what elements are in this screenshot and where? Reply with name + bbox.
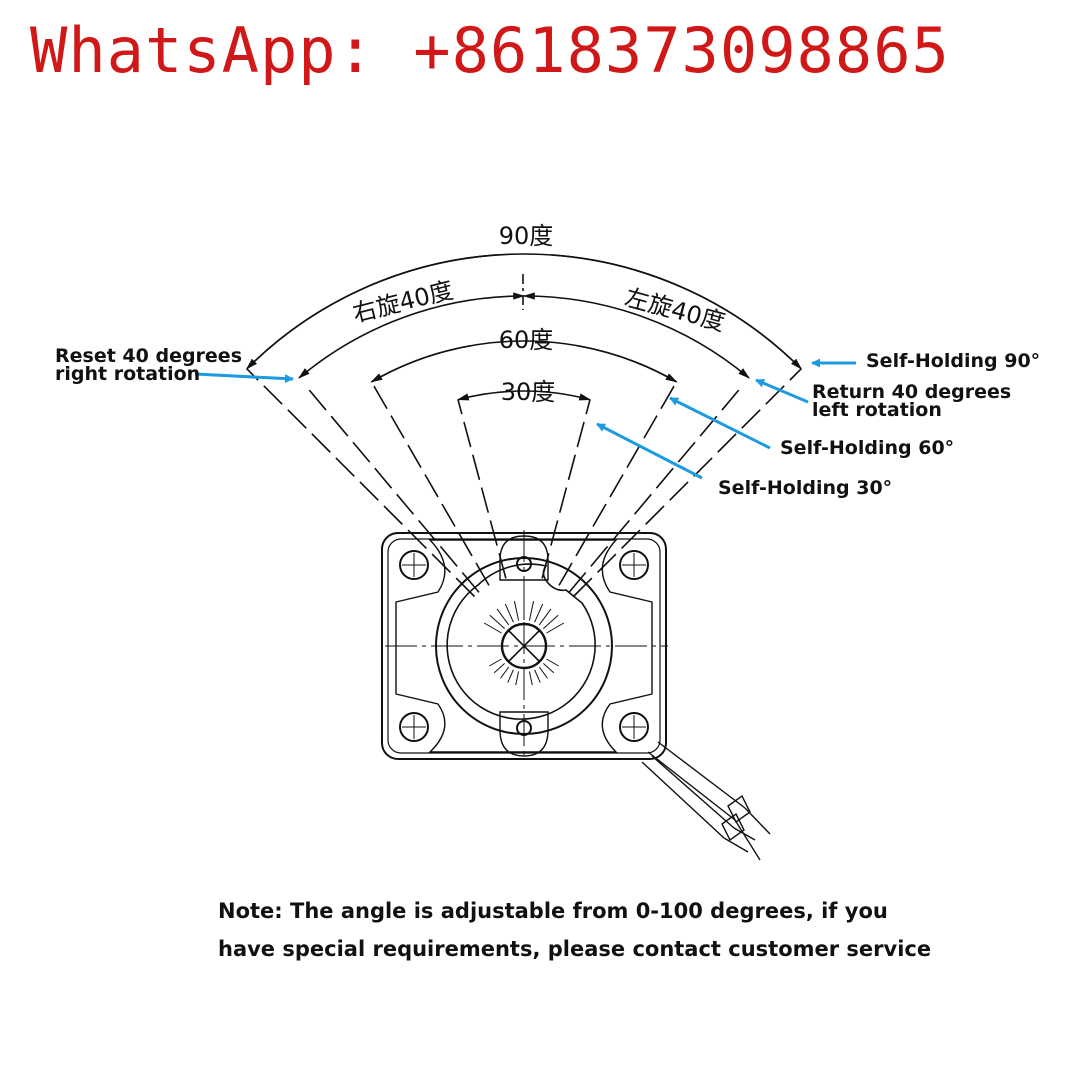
arc-right-rotation: [298, 292, 526, 379]
arc-left-rotation-label: 左旋40度: [622, 283, 728, 337]
solenoid-body: [381, 530, 771, 861]
radial-minus-30: [370, 381, 490, 586]
corner-screw-bottom-left: [399, 712, 429, 742]
radial-plus-40: [568, 388, 740, 593]
shaft-hatch: [515, 671, 520, 686]
shaft-hatch: [534, 669, 541, 683]
radial-minus-40: [308, 388, 480, 593]
note-line-2: have special requirements, please contac…: [218, 937, 932, 961]
arc-60-label: 60度: [499, 326, 554, 354]
return-arrow: [755, 378, 809, 404]
shaft-hatch: [542, 663, 555, 674]
shaft-hatch: [528, 671, 533, 686]
radial-plus-30: [558, 381, 678, 586]
reset-label-line2: right rotation: [55, 363, 200, 385]
return-label-line2: left rotation: [812, 399, 942, 421]
shaft-hatch: [483, 622, 502, 634]
flange-outline: [395, 539, 653, 753]
arc-90-label: 90度: [499, 222, 554, 250]
dimension-arcs: [245, 253, 803, 401]
arc-60-left-part: [371, 344, 472, 383]
arc-60-right-part: [576, 344, 677, 383]
shaft-hatch: [534, 603, 544, 623]
shaft-hatch: [542, 614, 559, 629]
return-label-line1: Return 40 degrees: [812, 381, 1011, 403]
note-text: Note: The angle is adjustable from 0-100…: [218, 892, 978, 968]
shaft-hatch: [496, 608, 510, 626]
shaft-hatch: [538, 666, 548, 679]
angle-reference-lines: [246, 368, 802, 686]
shaft-hatch: [528, 600, 535, 621]
arc-30-span: [456, 390, 592, 401]
shaft-hatch: [513, 600, 520, 621]
shaft-hatch: [507, 669, 514, 683]
shaft-hatch: [546, 658, 559, 667]
reset-arrow: [194, 372, 294, 384]
note-line-1: Note: The angle is adjustable from 0-100…: [218, 899, 888, 923]
radial-plus-15: [541, 399, 591, 579]
arc-right-rotation-label: 右旋40度: [350, 276, 456, 328]
corner-screw-top-left: [399, 550, 429, 580]
self-holding-60-arrow: [669, 396, 771, 450]
arc-left-rotation: [522, 292, 750, 379]
shaft-hatch: [504, 603, 514, 623]
self-holding-60-label: Self-Holding 60°: [780, 437, 954, 459]
top-lug-hole: [516, 556, 532, 572]
shaft-hatch: [546, 622, 565, 634]
shaft-hatch: [538, 608, 552, 626]
self-holding-30-label: Self-Holding 30°: [718, 477, 892, 499]
radial-plus-45: [572, 368, 802, 598]
callout-arrows: [194, 358, 856, 480]
radial-reset: [246, 368, 476, 598]
arc-60-span: [370, 340, 678, 383]
lead-wires: [641, 741, 771, 861]
corner-screw-bottom-right: [619, 712, 649, 742]
shaft-hatch: [489, 658, 502, 667]
shaft-hatch: [493, 663, 506, 674]
reset-label-line1: Reset 40 degrees: [55, 345, 242, 367]
shaft-hatch: [489, 614, 506, 629]
radial-minus-15: [457, 399, 507, 579]
whatsapp-contact-header: WhatsApp: +8618373098865: [30, 14, 950, 87]
corner-screw-top-right: [619, 550, 649, 580]
bottom-lug-hole: [516, 720, 532, 736]
shaft-hatch: [500, 666, 510, 679]
self-holding-30-arrow: [596, 422, 703, 480]
self-holding-90-label: Self-Holding 90°: [866, 350, 1040, 372]
arc-30-label: 30度: [501, 378, 556, 406]
